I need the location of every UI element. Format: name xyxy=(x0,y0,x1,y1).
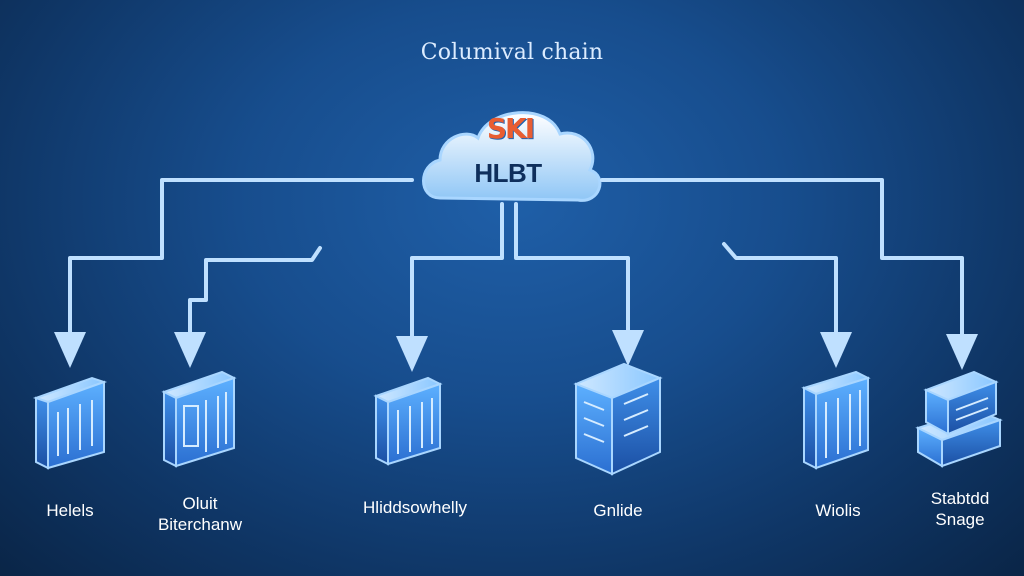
connector-n2 xyxy=(174,246,322,368)
connector-n4 xyxy=(514,202,644,366)
connector-n1 xyxy=(54,178,414,368)
server-cube-icon xyxy=(573,362,663,476)
connector-group xyxy=(54,178,978,372)
stacked-storage-icon xyxy=(915,370,1003,468)
connector-n3 xyxy=(396,202,504,372)
server-tower-icon xyxy=(373,376,443,466)
node-label-n5: Wiolis xyxy=(815,501,861,520)
cloud-logo-text: SKI xyxy=(486,112,535,145)
server-tower-icon xyxy=(801,370,871,470)
connector-n6 xyxy=(600,178,978,370)
node-label-n3: Hliddsowhelly xyxy=(363,498,467,517)
node-label-n6: Stabtdd Snage xyxy=(930,489,990,529)
node-label-n2: Oluit Biterchanw xyxy=(157,494,243,534)
diagram-title: Columival chain xyxy=(420,40,604,65)
server-tower-icon xyxy=(32,376,108,470)
root-node-label: HLBT xyxy=(474,158,542,188)
node-label-n1: Helels xyxy=(46,501,94,520)
cloud-icon xyxy=(422,111,602,202)
node-label-n4: Gnlide xyxy=(593,501,643,520)
server-tower-icon xyxy=(161,370,237,468)
connector-n5 xyxy=(722,242,852,368)
